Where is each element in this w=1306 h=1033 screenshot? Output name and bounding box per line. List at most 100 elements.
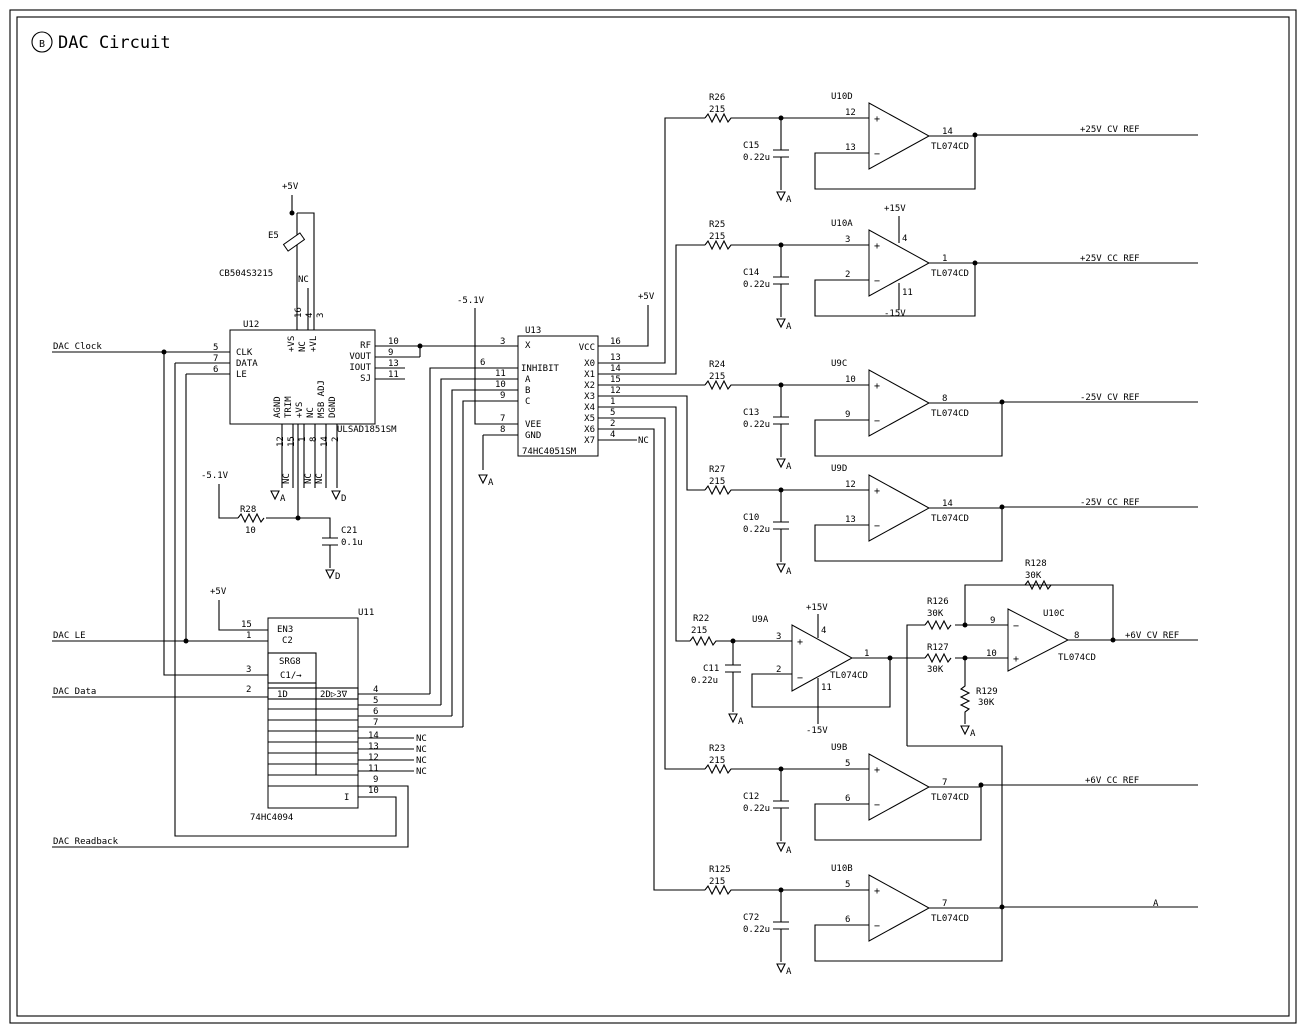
u12-pin-data: DATA (236, 359, 258, 369)
u9a-ref: U9A (752, 615, 769, 625)
svg-text:X2: X2 (584, 381, 595, 391)
u11-outputs: 4 5 6 7 14 13 12 11 9 10 NC NC NC NC (268, 683, 463, 796)
u9c-minus: − (874, 416, 880, 427)
svg-text:-15V: -15V (884, 309, 906, 319)
svg-text:+15V: +15V (884, 204, 906, 214)
svg-text:4: 4 (821, 626, 826, 636)
svg-text:X6: X6 (584, 425, 595, 435)
out-25v-cv-ref: +25V CV REF (1080, 125, 1140, 135)
svg-text:5: 5 (610, 408, 615, 418)
u12-pinnum-1: 1 (298, 437, 308, 442)
u10a-minus: − (874, 276, 880, 287)
svg-text:9: 9 (373, 775, 378, 785)
u13-vcc-label: +5V (638, 292, 655, 302)
r24-resistor (704, 379, 869, 391)
dac-data-label: DAC Data (53, 687, 96, 697)
svg-text:VCC: VCC (579, 343, 595, 353)
c15-capacitor (773, 118, 789, 190)
svg-text:2: 2 (610, 419, 615, 429)
u10b-part: TL074CD (931, 914, 969, 924)
u9d-feedback (814, 507, 1003, 562)
c10-value: 0.22u (743, 525, 770, 535)
svg-text:NC: NC (416, 767, 427, 777)
ground-label-u10b: A (786, 967, 792, 977)
u9d-ref: U9D (831, 464, 847, 474)
u12-pinnum-14: 14 (320, 436, 330, 447)
svg-text:16: 16 (610, 337, 621, 347)
gnd-a-u12: A (280, 494, 286, 504)
u11-shift-register: U11 74HC4094 EN3 C2 SRG8 C1/→ 1D 2D▷3∇ 1… (241, 608, 374, 823)
svg-text:+15V: +15V (806, 603, 828, 613)
u9d-opamp (868, 474, 931, 542)
r125-value: 215 (709, 877, 725, 887)
svg-text:11: 11 (902, 288, 913, 298)
svg-text:NC: NC (416, 734, 427, 744)
svg-text:7: 7 (500, 414, 505, 424)
svg-text:12: 12 (610, 386, 621, 396)
r24-value: 215 (709, 372, 725, 382)
u10d-pin-in-neg: 13 (845, 143, 856, 153)
r26-resistor (704, 112, 869, 124)
svg-text:11: 11 (368, 764, 379, 774)
c14-capacitor (773, 245, 789, 317)
u12-pinnum-12: 12 (276, 436, 286, 447)
c13-capacitor (773, 385, 789, 457)
svg-text:B: B (525, 386, 530, 396)
u11-pin-3: 3 (246, 665, 251, 675)
svg-text:14: 14 (610, 364, 621, 374)
r26-value: 215 (709, 105, 725, 115)
r28-value: 10 (245, 526, 256, 536)
u12-pin-le: LE (236, 370, 247, 380)
u12-pin-dgnd: DGND (328, 396, 338, 418)
u10c-ref: U10C (1043, 609, 1065, 619)
svg-text:NC: NC (638, 436, 649, 446)
u11-pin-2: 2 (246, 685, 251, 695)
c72-value: 0.22u (743, 925, 770, 935)
svg-text:X4: X4 (584, 403, 595, 413)
u9c-pin-in-pos: 10 (845, 375, 856, 385)
m51-label-b: -5.1V (457, 296, 485, 306)
u9d-part: TL074CD (931, 514, 969, 524)
u12-pin-sj: SJ (360, 374, 371, 384)
ground-label-u9d: A (786, 567, 792, 577)
svg-text:A: A (525, 375, 531, 385)
c10-ref: C10 (743, 513, 759, 523)
svg-text:13: 13 (610, 353, 621, 363)
svg-text:1: 1 (610, 397, 615, 407)
dac-le-label: DAC LE (53, 631, 86, 641)
u10d-ref: U10D (831, 92, 853, 102)
u12-pinnum-10: 10 (388, 337, 399, 347)
u9b-pin-in-pos: 5 (845, 759, 850, 769)
svg-text:A: A (970, 729, 976, 739)
svg-text:10: 10 (368, 786, 379, 796)
u12-pinnum-9: 9 (388, 348, 393, 358)
u12-pinnum-8: 8 (309, 437, 319, 442)
u11-vcc-label: +5V (210, 587, 227, 597)
svg-text:9: 9 (500, 391, 505, 401)
svg-text:4: 4 (373, 685, 378, 695)
out-a: A (1153, 899, 1159, 909)
u12-pin-vl-top: +VL (309, 336, 319, 352)
u12-pin-clk: CLK (236, 348, 253, 358)
r125-resistor (704, 884, 869, 896)
u9c-opamp (868, 369, 931, 437)
r26-ref: R26 (709, 93, 725, 103)
svg-text:VEE: VEE (525, 420, 541, 430)
u9d-pin-out: 14 (942, 499, 953, 509)
svg-text:12: 12 (368, 753, 379, 763)
u10a-opamp (868, 229, 931, 297)
u10d-plus: + (874, 114, 880, 125)
svg-text:NC: NC (416, 745, 427, 755)
out-6v-cv-ref: +6V CV REF (1125, 631, 1179, 641)
svg-text:3: 3 (776, 632, 781, 642)
svg-text:GND: GND (525, 431, 541, 441)
svg-text:−: − (1013, 621, 1019, 632)
u12-pin-msbadj: MSB ADJ (317, 380, 327, 418)
u9c-feedback (814, 402, 1003, 457)
u10b-ref: U10B (831, 864, 853, 874)
u12-pinnum-2: 2 (331, 437, 341, 442)
svg-text:C: C (525, 397, 530, 407)
u10d-minus: − (874, 149, 880, 160)
svg-text:14: 14 (368, 731, 379, 741)
out-6v-cc-ref: +6V CC REF (1085, 776, 1139, 786)
